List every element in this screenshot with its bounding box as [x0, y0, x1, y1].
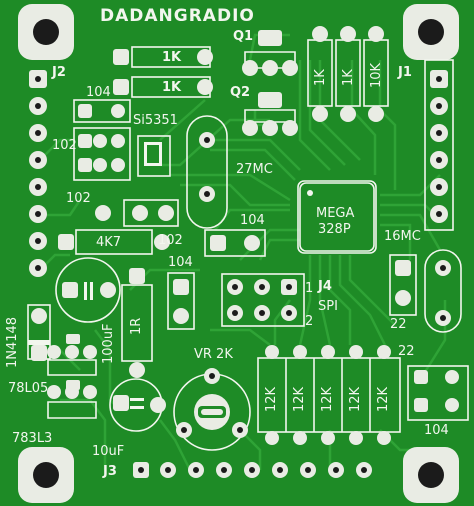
r-12k-1-label: 12K — [264, 386, 279, 412]
j1-label: J1 — [398, 65, 412, 80]
j4-label: J4 — [318, 279, 332, 294]
r-12k-2-label: 12K — [292, 386, 307, 412]
reg-783l3-label: 783L3 — [12, 431, 53, 446]
c102-a-label: 102 — [52, 138, 77, 153]
mcu-chip — [299, 182, 375, 252]
mcu-label-line1: MEGA — [316, 206, 355, 221]
c104-d-label: 104 — [424, 423, 449, 438]
component-pads — [29, 26, 459, 478]
spi-pin1-label: 1 — [305, 281, 314, 296]
c22-b-label: 22 — [398, 344, 415, 359]
reg-78l05-label: 78L05 — [8, 381, 49, 396]
c-10uf-label: 10uF — [92, 444, 125, 459]
spi-pin2-label: 2 — [305, 314, 314, 329]
xtal-27mc-label: 27MC — [236, 162, 273, 177]
r-1k-b-label: 1K — [162, 80, 182, 95]
r-10k-label: 10K — [369, 62, 384, 88]
diode-label: 1N4148 — [5, 316, 20, 368]
polarity-marks — [28, 282, 144, 409]
r-12k-5-label: 12K — [376, 386, 391, 412]
r-1r-label: 1R — [129, 317, 144, 335]
pad-holes — [35, 76, 446, 473]
vr-trimmer — [194, 394, 230, 430]
c104-b-label: 104 — [240, 213, 265, 228]
r-12k-4-label: 12K — [348, 386, 363, 412]
spi-label: SPI — [318, 299, 338, 314]
j3-label: J3 — [103, 464, 117, 479]
r-4k7-label: 4K7 — [96, 235, 122, 250]
r-1k-v2-label: 1K — [341, 69, 356, 86]
q1-label: Q1 — [233, 29, 254, 44]
board-title: DADANGRADIO — [100, 6, 255, 26]
c-100uf-label: 100uF — [101, 323, 116, 364]
c104-a-label: 104 — [86, 85, 111, 100]
vr-2k-label: VR 2K — [194, 347, 233, 362]
c104-c-label: 104 — [168, 255, 193, 270]
c102-b-label: 102 — [66, 191, 91, 206]
mcu-label-line2: 328P — [318, 222, 351, 237]
r-12k-3-label: 12K — [320, 386, 335, 412]
r-1k-a-label: 1K — [162, 50, 182, 65]
xtal-16mc-label: 16MC — [384, 229, 421, 244]
si5351-label: Si5351 — [133, 113, 178, 128]
c22-a-label: 22 — [390, 317, 407, 332]
r-1k-v1-label: 1K — [313, 69, 328, 86]
j2-label: J2 — [52, 65, 66, 80]
q2-label: Q2 — [230, 85, 251, 100]
mounting-holes — [18, 4, 459, 503]
c102-c-label: 102 — [158, 233, 183, 248]
